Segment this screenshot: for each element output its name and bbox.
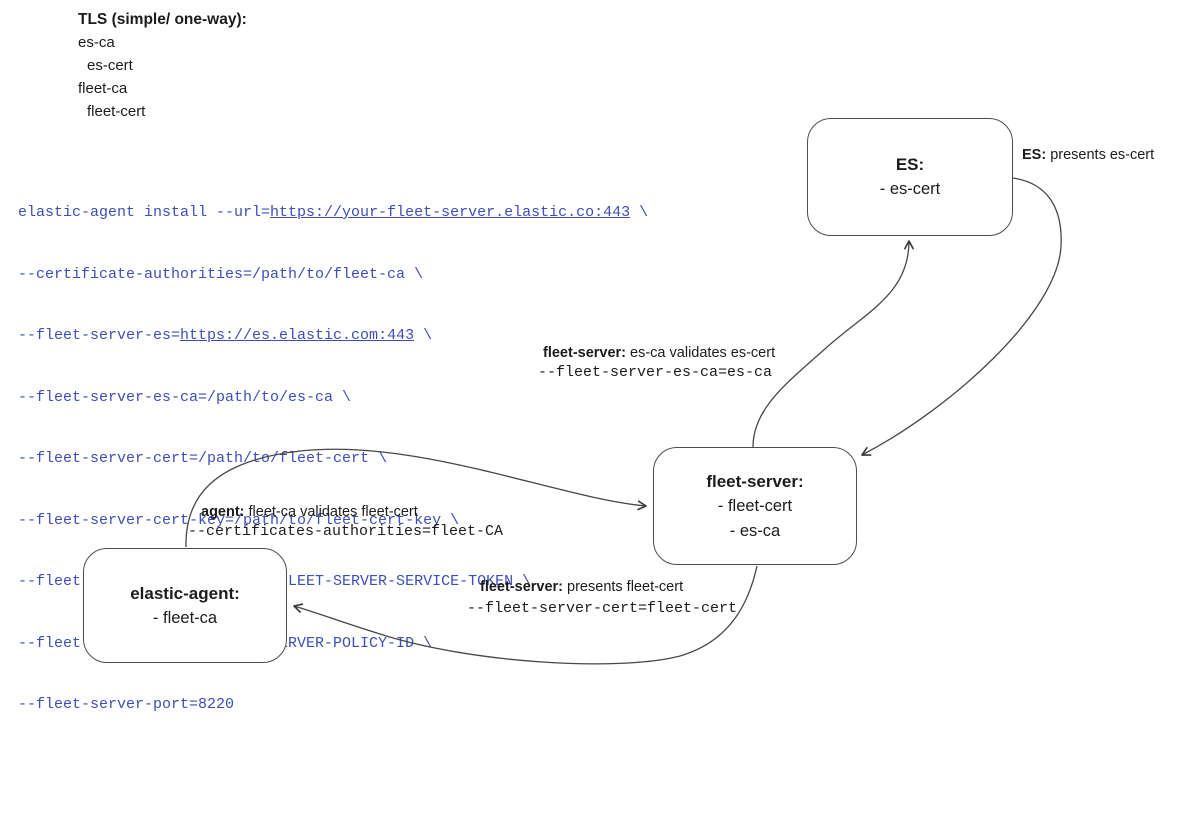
command-line: --certificate-authorities=/path/to/fleet… bbox=[18, 265, 424, 283]
label-code: --fleet-server-es-ca=es-ca bbox=[538, 364, 773, 381]
command-line: --fleet-server-port=8220 bbox=[18, 696, 235, 713]
node-elastic-agent-title: elastic-agent: bbox=[130, 583, 240, 603]
label-bold: ES: bbox=[1022, 147, 1047, 163]
command-line: --fleet-server-cert=/path/to/fleet-cert … bbox=[18, 450, 388, 467]
label-text: presents fleet-cert bbox=[563, 579, 684, 595]
legend-title: TLS (simple/ one-way): bbox=[78, 11, 247, 28]
label-fleet-server-validates-es-cert: fleet-server: es-ca validates es-cert --… bbox=[538, 344, 775, 382]
label-text: presents es-cert bbox=[1046, 147, 1155, 163]
legend-item-es-ca: es-ca bbox=[78, 34, 115, 51]
label-line: fleet-server: presents fleet-cert bbox=[480, 577, 737, 598]
node-elastic-agent-item: - fleet-ca bbox=[152, 608, 218, 627]
label-text: es-ca validates es-cert bbox=[626, 345, 776, 361]
label-bold: agent: bbox=[201, 504, 245, 520]
edge-fleet-server-to-es bbox=[752, 240, 914, 448]
fleet-server-url-link[interactable]: https://your-fleet-server.elastic.co:443 bbox=[270, 204, 631, 221]
node-elastic-agent: elastic-agent: - fleet-ca bbox=[83, 548, 287, 663]
command-text: --fleet-server-es= bbox=[18, 327, 181, 344]
command-line: elastic-agent install --url=https://your… bbox=[18, 203, 648, 224]
label-bold: fleet-server: bbox=[480, 579, 564, 595]
node-fleet-server-item: - fleet-cert bbox=[717, 496, 793, 515]
label-line: fleet-server: es-ca validates es-cert bbox=[543, 344, 775, 363]
label-agent-validates-fleet-cert: agent: fleet-ca validates fleet-cert --c… bbox=[188, 502, 503, 542]
label-line: agent: fleet-ca validates fleet-cert bbox=[201, 502, 503, 522]
command-line: --fleet-server-es-ca=/path/to/es-ca \ bbox=[18, 388, 352, 406]
legend-item-fleet-cert: fleet-cert bbox=[87, 103, 146, 120]
node-es-title: ES: bbox=[895, 155, 925, 174]
node-fleet-server: fleet-server: - fleet-cert - es-ca bbox=[653, 447, 857, 565]
legend-item-fleet-ca: fleet-ca bbox=[78, 80, 128, 97]
command-text: \ bbox=[414, 327, 433, 344]
tls-legend: TLS (simple/ one-way): es-ca es-cert fle… bbox=[78, 8, 247, 123]
es-url-link[interactable]: https://es.elastic.com:443 bbox=[180, 327, 415, 344]
label-bold: fleet-server: bbox=[543, 345, 627, 361]
legend-item-es-cert: es-cert bbox=[87, 57, 133, 74]
node-es: ES: - es-cert bbox=[807, 118, 1013, 236]
install-command-block: elastic-agent install --url=https://your… bbox=[18, 162, 648, 757]
label-code: --certificates-authorities=fleet-CA bbox=[188, 523, 504, 540]
command-line: --fleet-server-es=https://es.elastic.com… bbox=[18, 326, 648, 347]
command-text: elastic-agent install --url= bbox=[18, 204, 271, 221]
label-text: fleet-ca validates fleet-cert bbox=[244, 504, 418, 520]
command-text: \ bbox=[630, 204, 649, 221]
label-es-presents-es-cert: ES: presents es-cert bbox=[1022, 146, 1154, 165]
node-fleet-server-title: fleet-server: bbox=[706, 471, 804, 491]
node-es-item: - es-cert bbox=[879, 180, 941, 198]
label-fleet-server-presents-fleet-cert: fleet-server: presents fleet-cert --flee… bbox=[467, 577, 737, 619]
label-code: --fleet-server-cert=fleet-cert bbox=[467, 600, 738, 617]
node-fleet-server-item: - es-ca bbox=[729, 521, 781, 540]
